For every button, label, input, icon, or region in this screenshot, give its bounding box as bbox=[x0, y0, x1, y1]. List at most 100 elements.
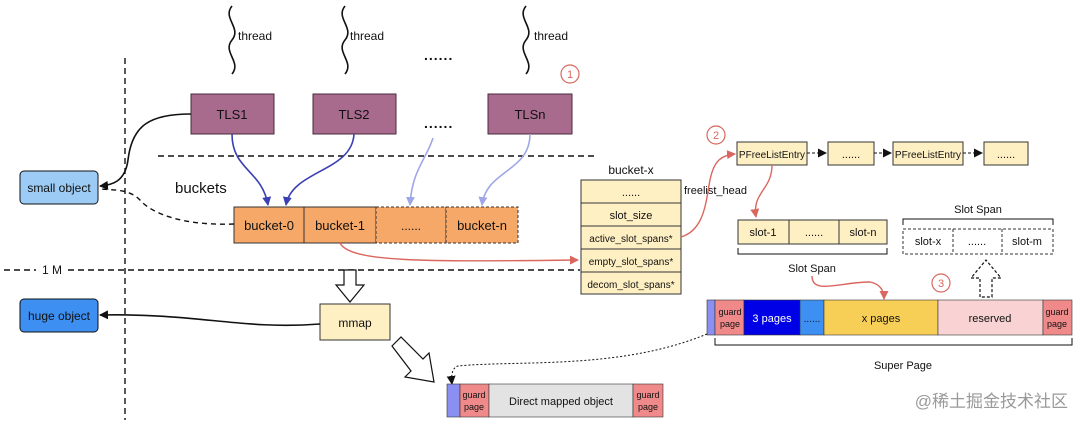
thread-squiggle-2 bbox=[341, 5, 349, 75]
super-page-guard-left-l1: guard bbox=[718, 307, 741, 317]
marker-2 bbox=[706, 125, 726, 145]
super-page-reserved bbox=[937, 299, 1044, 336]
slot-span-main-caption: Slot Span bbox=[788, 263, 836, 275]
tls1-box: TLS1 bbox=[190, 93, 275, 135]
buckets-row: bucket-0 bucket-1 ...... bucket-n bbox=[233, 206, 519, 244]
slot-dots-label: ...... bbox=[805, 227, 823, 239]
arrow-active-freelist bbox=[680, 150, 736, 238]
bucket-x-row-decom: decom_slot_spans* bbox=[587, 280, 674, 291]
thread-squiggle-n bbox=[522, 5, 530, 75]
super-page-3-pages bbox=[743, 299, 801, 336]
link-superpage-direct bbox=[446, 333, 708, 385]
one-m-label: 1 M bbox=[42, 263, 62, 277]
link-buckets-small-object bbox=[99, 188, 235, 225]
super-page-3-pages-label: 3 pages bbox=[752, 313, 792, 325]
marker-3 bbox=[931, 273, 951, 293]
marker-1 bbox=[560, 64, 580, 84]
bucket-x-box: ...... slot_size active_slot_spans* empt… bbox=[580, 179, 682, 295]
mmap-box: mmap bbox=[319, 303, 391, 341]
thread-label-2: thread bbox=[350, 29, 384, 43]
arrow-tls1-small-object bbox=[99, 113, 192, 190]
slot-x-label: slot-x bbox=[915, 236, 942, 248]
bucket-0-box bbox=[233, 206, 305, 244]
marker-3-label: 3 bbox=[938, 278, 944, 290]
slot-1-label: slot-1 bbox=[750, 227, 777, 239]
slot-span-alt-title: Slot Span bbox=[954, 204, 1002, 216]
arrow-tls1-bucket0 bbox=[231, 133, 272, 206]
marker-2-label: 2 bbox=[713, 130, 719, 142]
super-page-meta-strip bbox=[706, 299, 716, 336]
small-object-box: small object bbox=[19, 170, 99, 205]
slot-m-label: slot-m bbox=[1012, 236, 1042, 248]
slot-1-box bbox=[737, 219, 790, 245]
direct-guard-right-l2: page bbox=[638, 402, 658, 412]
bucket-x-row-active: active_slot_spans* bbox=[589, 234, 672, 245]
super-page-dots-label: ...... bbox=[804, 314, 821, 325]
arrow-bucket1-bucketx bbox=[339, 242, 579, 265]
freelist-entry-2-label: PFreeListEntry bbox=[895, 150, 961, 161]
bucket-x-row-dots: ...... bbox=[622, 187, 640, 199]
slot-span-main-brace bbox=[737, 248, 888, 255]
slot-n-label: slot-n bbox=[850, 227, 877, 239]
bucket-x-row-slot-size: slot_size bbox=[610, 210, 653, 222]
freelist-dots-1-label: ...... bbox=[842, 149, 860, 161]
arrow-tlsn-bucket bbox=[478, 133, 531, 206]
super-page-guard-left-l2: page bbox=[720, 319, 740, 329]
super-page-guard-left bbox=[714, 299, 745, 336]
direct-guard-right bbox=[632, 383, 664, 418]
freelist-row: PFreeListEntry ...... PFreeListEntry ...… bbox=[736, 141, 1029, 166]
huge-object-label: huge object bbox=[28, 309, 91, 323]
direct-body bbox=[488, 383, 634, 418]
direct-guard-right-l1: guard bbox=[636, 390, 659, 400]
bucket-n-box bbox=[445, 206, 519, 244]
super-page-guard-right-l1: guard bbox=[1045, 307, 1068, 317]
bucket-1-box bbox=[303, 206, 377, 244]
super-page-caption: Super Page bbox=[874, 360, 932, 372]
bucket-n-label: bucket-n bbox=[457, 218, 507, 233]
bucket-x-title: bucket-x bbox=[608, 163, 653, 177]
super-page-brace bbox=[714, 338, 1073, 346]
bucket-dots-box bbox=[375, 206, 447, 244]
tls2-label: TLS2 bbox=[338, 107, 369, 122]
slot-n-box bbox=[838, 219, 888, 245]
slot-span-alt-brace bbox=[902, 218, 1054, 225]
arrow-tls2-bucket0 bbox=[282, 133, 355, 206]
freelist-head-label: freelist_head bbox=[684, 185, 747, 197]
mmap-label: mmap bbox=[338, 316, 372, 330]
huge-object-box: huge object bbox=[19, 298, 99, 333]
direct-guard-left bbox=[459, 383, 490, 418]
freelist-dots-2-box bbox=[983, 141, 1029, 166]
slot-span-main: slot-1 ...... slot-n Slot Span bbox=[737, 219, 888, 275]
direct-mapped-object: guard page Direct mapped object guard pa… bbox=[446, 383, 664, 418]
direct-guard-left-l2: page bbox=[464, 402, 484, 412]
direct-guard-left-l1: guard bbox=[462, 390, 485, 400]
super-page-guard-right-l2: page bbox=[1047, 319, 1067, 329]
watermark: @稀土掘金技术社区 bbox=[915, 392, 1068, 411]
arrow-slotspan-xpages bbox=[811, 275, 889, 300]
tlsn-box: TLSn bbox=[487, 93, 573, 135]
hollow-arrow-buckets-mmap bbox=[334, 269, 366, 303]
bucket-1-label: bucket-1 bbox=[315, 218, 365, 233]
bucket-x-row-empty: empty_slot_spans* bbox=[589, 257, 674, 268]
tls1-label: TLS1 bbox=[216, 107, 247, 122]
direct-mapped-label: Direct mapped object bbox=[509, 396, 613, 408]
freelist-dots-2-label: ...... bbox=[997, 149, 1015, 161]
thread-squiggles bbox=[228, 5, 530, 75]
thread-label-1: thread bbox=[238, 29, 272, 43]
hollow-arrow-mmap-direct bbox=[391, 336, 435, 383]
thread-squiggle-1 bbox=[228, 5, 236, 75]
buckets-label: buckets bbox=[175, 180, 227, 197]
marker-1-label: 1 bbox=[567, 69, 573, 81]
super-page-reserved-label: reserved bbox=[969, 313, 1012, 325]
arrow-mmap-huge-object bbox=[99, 310, 321, 327]
super-page: guard page 3 pages ...... x pages reserv… bbox=[706, 299, 1073, 372]
thread-ellipsis: ...... bbox=[424, 47, 453, 63]
super-page-guard-right bbox=[1042, 299, 1073, 336]
super-page-x-pages bbox=[823, 299, 939, 336]
freelist-entry-1-label: PFreeListEntry bbox=[739, 150, 805, 161]
arrow-tls-dots-bucket bbox=[405, 137, 434, 206]
bucket-dots-label: ...... bbox=[401, 219, 421, 233]
super-page-x-pages-label: x pages bbox=[862, 313, 901, 325]
